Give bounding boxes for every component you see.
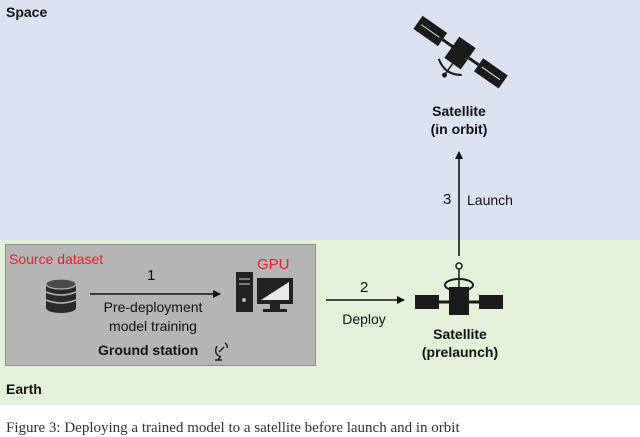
gpu-label: GPU [257, 256, 290, 273]
satellite-icon [415, 262, 503, 315]
space-region [0, 0, 640, 240]
step1-label-line1: Pre-deployment [103, 299, 203, 315]
step3-number: 3 [443, 191, 452, 208]
database-icon [45, 278, 77, 313]
step2-label: Deploy [342, 311, 386, 327]
satellite-orbit-line2: (in orbit) [430, 121, 488, 137]
step2-number: 2 [360, 279, 369, 296]
computer-icon [236, 272, 293, 312]
satellite-dish-icon [214, 342, 228, 361]
ground-station-label: Ground station [98, 342, 199, 358]
space-label: Space [6, 4, 48, 20]
step3-label: Launch [467, 192, 513, 208]
satellite-icon [413, 15, 508, 89]
source-dataset-label: Source dataset [9, 251, 104, 267]
satellite-prelaunch-line2: (prelaunch) [421, 344, 499, 360]
satellite-prelaunch-line1: Satellite [433, 326, 487, 342]
step1-number: 1 [147, 267, 156, 284]
step1-label-line2: model training [109, 318, 197, 334]
figure-caption: Figure 3: Deploying a trained model to a… [6, 420, 460, 436]
earth-label: Earth [6, 381, 42, 397]
satellite-orbit-line1: Satellite [432, 103, 486, 119]
